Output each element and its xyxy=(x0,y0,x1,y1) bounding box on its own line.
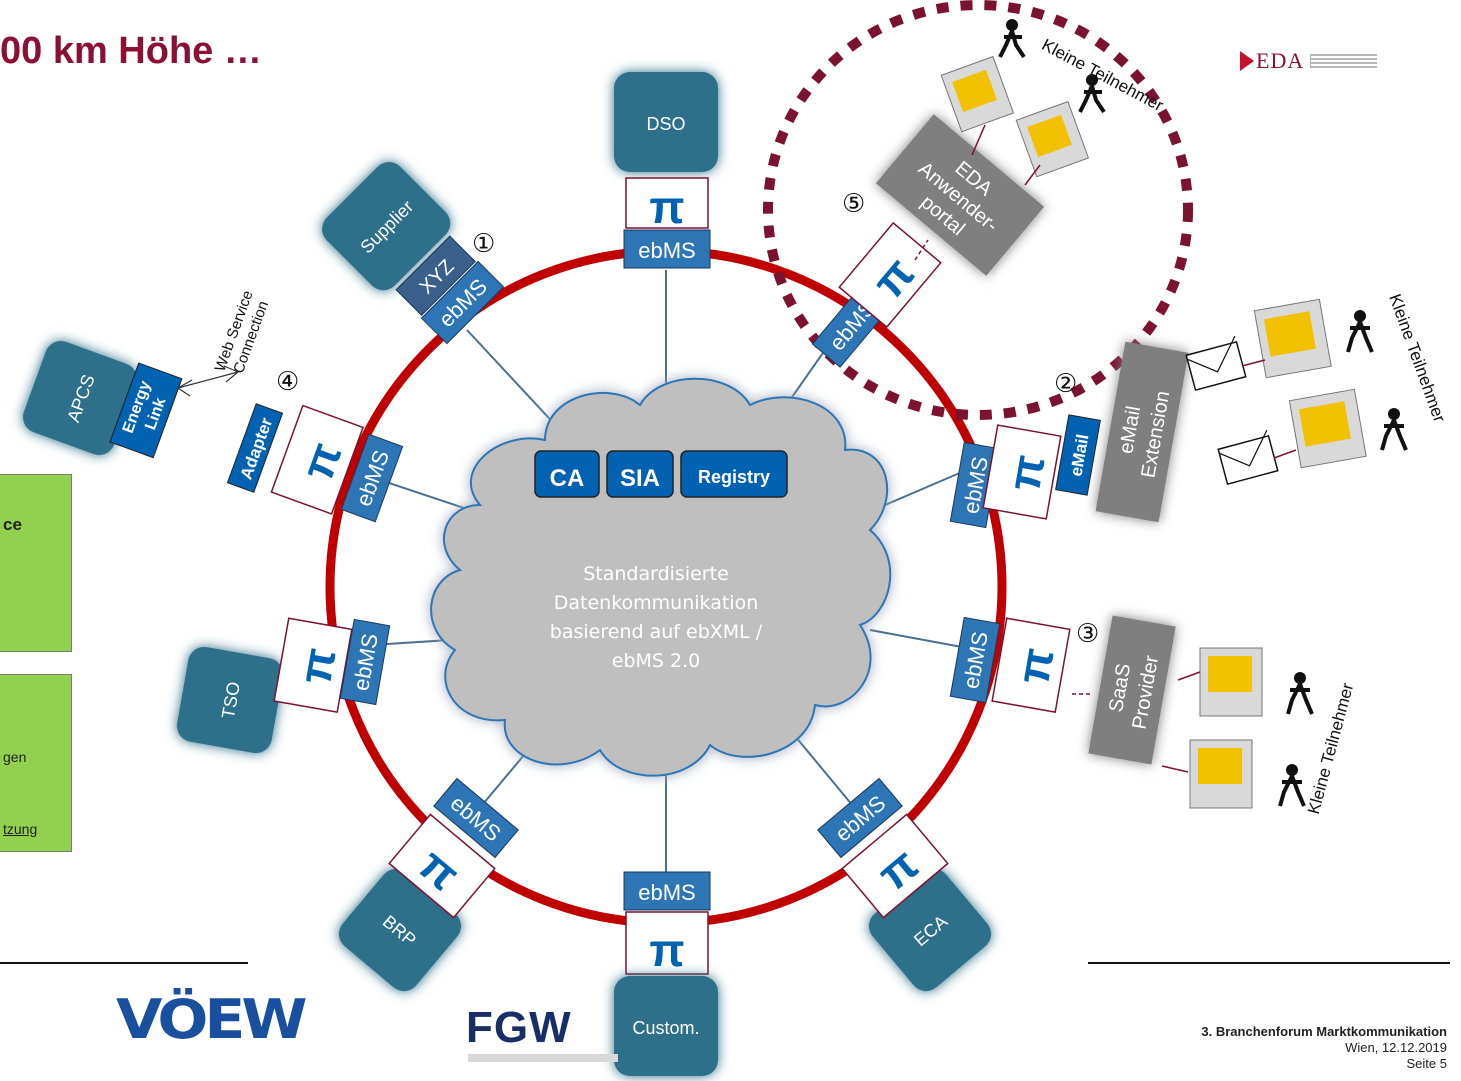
web-service-connection-label: Web Service Connection xyxy=(212,288,272,375)
node-eca: ECA π ebMS xyxy=(817,777,992,992)
envelope-icon xyxy=(1185,340,1247,392)
cloud-text-line-1: Standardisierte xyxy=(583,563,729,585)
person-icon xyxy=(1078,74,1106,114)
left-panel-box-2-line1: gen xyxy=(3,749,27,765)
service-registry-label: Registry xyxy=(698,467,770,487)
portal-dotted-outline xyxy=(763,0,1193,420)
person-icon xyxy=(1346,310,1374,353)
pi-icon: π xyxy=(649,924,684,976)
page-title: 00 km Höhe … xyxy=(0,30,262,72)
saas-participant-1 xyxy=(1177,647,1314,717)
envelope-icon xyxy=(1217,434,1279,486)
cloud-text-line-2: Datenkommunikation xyxy=(554,592,759,614)
participants-label-saas: Kleine Teilnehmer xyxy=(1304,681,1357,816)
node-saas-provider: ebMS π SaaS Provider xyxy=(949,615,1176,765)
node-supplier: Supplier XYZ ebMS xyxy=(322,162,505,345)
cloud-text-line-3: basierend auf ebXML / xyxy=(550,621,763,643)
footer-page-number: Seite 5 xyxy=(1406,1056,1447,1071)
node-tso: TSO π ebMS xyxy=(176,617,391,754)
marker-3: ③ xyxy=(1076,619,1099,649)
service-ca-label: CA xyxy=(550,465,585,492)
email-participant-2 xyxy=(1217,388,1408,486)
node-custom-label: Custom. xyxy=(632,1018,699,1038)
node-custom: ebMS π Custom. xyxy=(614,871,718,1076)
fgw-logo-subline xyxy=(468,1054,618,1062)
person-icon xyxy=(998,19,1026,59)
eda-logo-subtext xyxy=(1310,54,1378,68)
cloud-text-line-4: ebMS 2.0 xyxy=(612,650,700,672)
marker-2: ② xyxy=(1054,369,1077,399)
computer-icon xyxy=(1015,100,1090,178)
participants-label-email: Kleine Teilnehmer xyxy=(1385,292,1449,426)
left-panel-box-1: ce xyxy=(0,474,72,652)
left-panel-box-2-line2: tzung xyxy=(3,821,38,837)
computer-icon xyxy=(940,55,1015,133)
saas-participant-2 xyxy=(1161,739,1306,809)
node-dso: DSO π ebMS xyxy=(614,72,718,269)
pi-icon: π xyxy=(649,181,684,233)
marker-5: ⑤ xyxy=(842,189,865,219)
eda-logo: EDA xyxy=(1240,48,1378,74)
footer-divider-left xyxy=(0,962,248,964)
spoke-lines xyxy=(371,270,963,872)
marker-1: ① xyxy=(472,229,495,259)
email-participant-1 xyxy=(1185,298,1374,392)
ebms-label: ebMS xyxy=(638,880,695,905)
ebms-label: ebMS xyxy=(638,238,695,263)
footer-divider-right xyxy=(1088,962,1450,964)
left-panel-box-2: gen tzung xyxy=(0,674,72,852)
footer-event: 3. Branchenforum Marktkommunikation xyxy=(1201,1024,1447,1039)
marker-4: ④ xyxy=(276,367,299,397)
person-icon xyxy=(1380,408,1408,451)
node-brp: BRP π ebMS xyxy=(338,777,519,992)
computer-icon xyxy=(1253,298,1332,379)
step-markers: ① ② ③ ④ ⑤ xyxy=(276,189,1099,649)
fgw-logo: FGW xyxy=(466,1003,572,1052)
node-email-extension: ebMS π eMail eMail Extension xyxy=(949,341,1189,529)
web-service-arrow xyxy=(177,371,239,389)
eda-logo-mark xyxy=(1240,51,1254,71)
eda-logo-text: EDA xyxy=(1256,48,1305,73)
service-sia-label: SIA xyxy=(620,465,660,492)
computer-icon xyxy=(1288,388,1367,469)
person-icon xyxy=(1286,672,1314,715)
voew-logo: VÖEW xyxy=(116,988,308,1052)
person-icon xyxy=(1278,764,1306,807)
portal-arrow xyxy=(971,124,986,156)
cloud-services: CA SIA Registry xyxy=(534,450,788,498)
portal-arrow xyxy=(1024,164,1041,186)
left-panel-box-1-text: ce xyxy=(3,515,22,534)
footer-date: Wien, 12.12.2019 xyxy=(1345,1040,1447,1055)
node-dso-label: DSO xyxy=(646,114,685,134)
cloud-description: Standardisierte Datenkommunikation basie… xyxy=(550,563,763,672)
node-eda-portal: ebMS π EDA Anwender- portal xyxy=(811,114,1045,368)
